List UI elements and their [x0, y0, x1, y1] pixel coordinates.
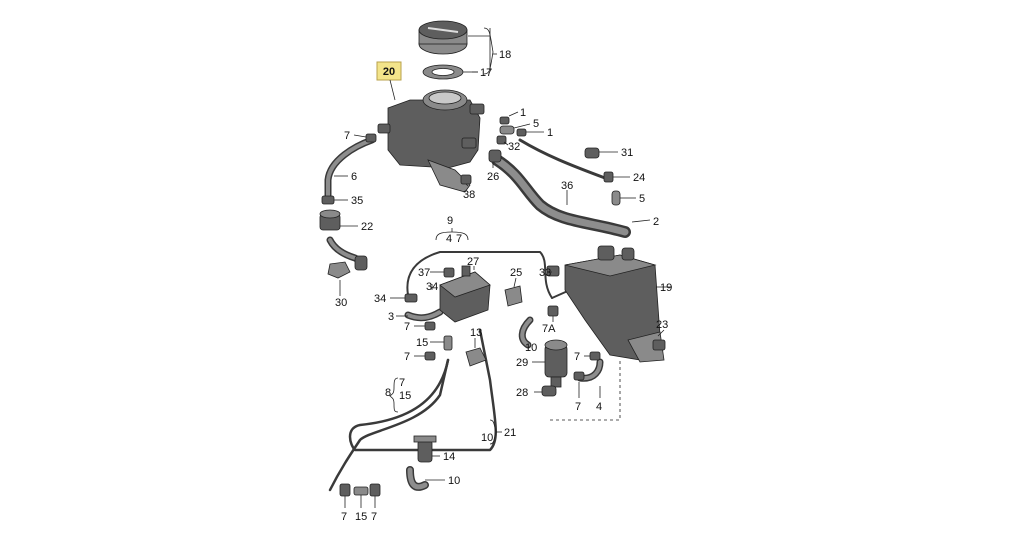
washer-pump-29	[544, 339, 568, 388]
callout-label-1: 1	[520, 107, 526, 119]
callout-label-25: 25	[510, 267, 522, 279]
callout-label-14: 14	[443, 451, 455, 463]
callout-label-7: 7	[344, 130, 350, 142]
clamp-34	[404, 293, 418, 303]
cap-24	[603, 171, 614, 183]
callout-label-35: 35	[351, 195, 363, 207]
callout-label-21: 21	[504, 427, 516, 439]
connector-5a	[499, 125, 515, 135]
callout-label-38: 38	[463, 189, 475, 201]
pump-14	[413, 435, 437, 463]
callout-label-17: 17	[480, 67, 492, 79]
callout-label-7: 7	[399, 377, 405, 389]
callout-label-7: 7	[404, 351, 410, 363]
parts	[319, 20, 666, 497]
callout-label-2: 2	[653, 216, 659, 228]
hose-lines	[324, 136, 631, 492]
highlight-part-20[interactable]: 20	[376, 61, 402, 81]
callout-label-8: 8	[385, 387, 391, 399]
clip-32	[496, 135, 507, 145]
callout-label-7: 7	[574, 351, 580, 363]
nut-37	[443, 267, 455, 278]
callout-label-36: 36	[561, 180, 573, 192]
control-unit-27	[439, 265, 491, 323]
callout-label-31: 31	[621, 147, 633, 159]
clamp-26	[488, 149, 502, 163]
clamp-7i	[369, 483, 381, 497]
clamp-35	[321, 195, 335, 205]
callout-label-30: 30	[335, 297, 347, 309]
callout-label-33: 33	[539, 267, 551, 279]
tube-15c	[353, 486, 369, 496]
grommet-31	[584, 147, 600, 159]
callout-label-7: 7	[341, 511, 347, 523]
callout-label-27: 27	[467, 256, 479, 268]
callout-label-1: 1	[547, 127, 553, 139]
washer-reservoir-19	[564, 245, 665, 363]
callout-label-4: 4	[446, 233, 452, 245]
callout-label-13: 13	[470, 327, 482, 339]
callout-label-7: 7	[575, 401, 581, 413]
callout-label-29: 29	[516, 357, 528, 369]
callout-label-4: 4	[596, 401, 602, 413]
callout-label-19: 19	[660, 282, 672, 294]
callout-label-5: 5	[533, 118, 539, 130]
connector-5b	[611, 190, 621, 206]
clamp-7a	[365, 133, 377, 143]
svg-text:20: 20	[383, 66, 395, 78]
callout-label-10: 10	[481, 432, 493, 444]
callout-label-24: 24	[633, 172, 645, 184]
clip-23	[652, 339, 666, 351]
callout-label-28: 28	[516, 387, 528, 399]
tube-15a	[443, 335, 453, 351]
callout-label-10: 10	[525, 342, 537, 354]
nut-33	[546, 265, 560, 277]
callout-label-15: 15	[399, 390, 411, 402]
callout-label-7a: 7A	[542, 323, 556, 335]
clamp-1b	[516, 128, 527, 137]
filler-cap-18	[418, 20, 468, 55]
valve-22	[319, 209, 341, 231]
clamp-7e	[573, 371, 585, 381]
callout-label-10: 10	[448, 475, 460, 487]
clip-30	[327, 261, 351, 279]
callout-label-34: 34	[426, 281, 438, 293]
clamp-1a	[499, 116, 510, 125]
clamp-7h	[339, 483, 351, 497]
callout-label-3: 3	[388, 311, 394, 323]
callout-label-7: 7	[404, 321, 410, 333]
callout-label-15: 15	[416, 337, 428, 349]
callout-label-34: 34	[374, 293, 386, 305]
bracket-38	[460, 174, 472, 185]
callout-label-23: 23	[656, 319, 668, 331]
clamp-7c	[424, 351, 436, 361]
clamp-7d	[589, 351, 601, 361]
clip-25	[504, 285, 523, 307]
callout-label-5: 5	[639, 193, 645, 205]
callout-label-15: 15	[355, 511, 367, 523]
clamp-7b	[424, 321, 436, 331]
callout-label-32: 32	[508, 141, 520, 153]
callout-label-7: 7	[456, 233, 462, 245]
callout-label-9: 9	[447, 215, 453, 227]
expansion-tank-20	[377, 89, 485, 193]
callout-label-6: 6	[351, 171, 357, 183]
callouts: 18 17 1 5 1 7 32 31 6 26 36 24 5 35 38 2…	[334, 27, 672, 523]
grommet-28	[541, 385, 557, 397]
callout-label-7: 7	[371, 511, 377, 523]
clamp-7A	[547, 305, 559, 317]
callout-label-37: 37	[418, 267, 430, 279]
callout-label-22: 22	[361, 221, 373, 233]
callout-label-18: 18	[499, 49, 511, 61]
callout-label-26: 26	[487, 171, 499, 183]
bracket-13	[465, 347, 487, 367]
